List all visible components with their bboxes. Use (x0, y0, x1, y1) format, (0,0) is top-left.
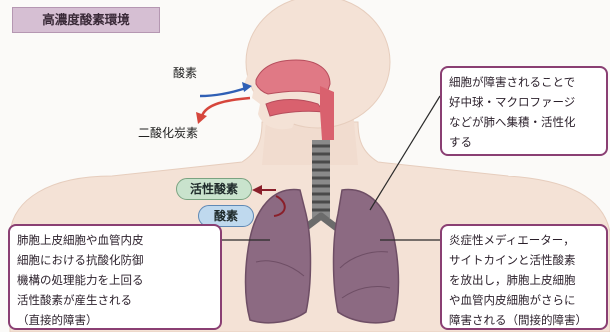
callout-line: 障害される（間接的障害） (449, 310, 599, 330)
oxygen-in-label: 酸素 (173, 64, 197, 81)
callout-line: 活性酸素が産生される (17, 290, 213, 310)
callout-line: や血管内皮細胞がさらに (449, 290, 599, 310)
callout-immune-cells: 細胞が障害されることで 好中球・マクロファージ などが肺へ集積・活性化 する (440, 66, 608, 156)
callout-line: 細胞が障害されることで (449, 72, 599, 92)
co2-out-label: 二酸化炭素 (138, 124, 198, 141)
callout-line: 炎症性メディエーター， (449, 230, 599, 250)
oxygen-in-arrow (200, 88, 246, 96)
pharynx (320, 86, 334, 140)
callout-indirect-damage: 炎症性メディエーター， サイトカインと活性酸素 を放出し，肺胞上皮細胞 や血管内… (440, 224, 608, 330)
callout-direct-damage: 肺胞上皮細胞や血管内皮 細胞における抗酸化防御 機構の処理能力を上回る 活性酸素… (8, 224, 222, 330)
callout-line: （直接的障害） (17, 310, 213, 330)
callout-line: 機構の処理能力を上回る (17, 270, 213, 290)
callout-line: などが肺へ集積・活性化 (449, 112, 599, 132)
callout-line: 好中球・マクロファージ (449, 92, 599, 112)
callout-line: 肺胞上皮細胞や血管内皮 (17, 230, 213, 250)
callout-line: サイトカインと活性酸素 (449, 250, 599, 270)
ros-pill: 活性酸素 (176, 178, 252, 200)
page-title: 高濃度酸素環境 (12, 7, 160, 33)
co2-out-arrowhead (196, 112, 207, 124)
co2-out-arrow (202, 98, 250, 116)
callout-line: する (449, 132, 599, 152)
callout-line: を放出し，肺胞上皮細胞 (449, 270, 599, 290)
callout-line: 細胞における抗酸化防御 (17, 250, 213, 270)
